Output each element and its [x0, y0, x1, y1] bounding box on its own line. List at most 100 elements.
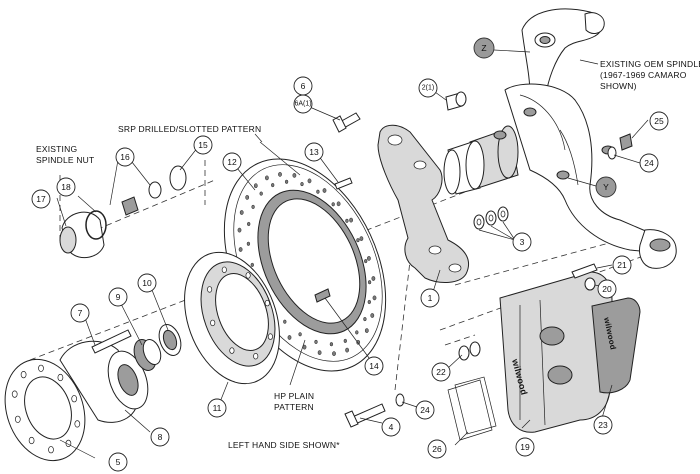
hole-mark	[247, 221, 251, 227]
callout-20-text: 20	[602, 284, 612, 294]
hole-mark	[284, 179, 289, 184]
callout-23: 23	[593, 415, 613, 435]
callout-14: 14	[364, 356, 384, 376]
callout-12: 12	[222, 152, 242, 172]
hole-mark	[278, 172, 282, 177]
callout-5-text: 5	[116, 457, 121, 467]
hole-mark	[14, 415, 21, 423]
hat-bolt-holes	[207, 266, 273, 360]
caliper-bolt-21	[571, 263, 598, 279]
callout-15: 15	[193, 135, 213, 155]
left-hand-side-text: LEFT HAND SIDE SHOWN*	[228, 440, 340, 450]
callout-12-text: 12	[227, 157, 237, 167]
rotor-bolt-13	[334, 177, 353, 190]
left-hand-side-label: LEFT HAND SIDE SHOWN*	[228, 440, 340, 450]
hole-mark	[74, 420, 81, 428]
washer-24-upper	[607, 146, 617, 160]
srp-pattern-label: SRP DRILLED/SLOTTED PATTERN	[118, 124, 263, 143]
dust-cap	[59, 211, 105, 259]
o-ring	[85, 210, 107, 240]
callout-3-text: 3	[520, 237, 525, 247]
hole-mark	[298, 332, 302, 337]
spindle-label-line2: (1967-1969 CAMARO	[600, 70, 687, 80]
rotor-hat	[184, 251, 280, 385]
callout-14-text: 14	[369, 361, 379, 371]
callout-21: 21	[612, 255, 632, 275]
marker-y-text: Y	[603, 182, 609, 192]
hub	[59, 340, 149, 423]
washer-24-lower	[395, 393, 405, 407]
callout-24-lower: 24	[415, 400, 435, 420]
callout-2-text: 2(1)	[422, 85, 434, 92]
callout-24-upper-text: 24	[644, 158, 654, 168]
bolt-6	[332, 112, 361, 133]
callout-18-text: 18	[61, 182, 71, 192]
hole-mark	[371, 276, 376, 281]
hole-mark	[307, 178, 312, 184]
callout-25: 25	[649, 111, 669, 131]
hole-mark	[264, 299, 270, 307]
bolt-4	[344, 403, 386, 428]
existing-oem-spindle-label: EXISTING OEM SPINDLE* (1967-1969 CAMARO …	[579, 59, 700, 91]
hole-mark	[343, 338, 347, 343]
callout-5: 5	[108, 452, 128, 472]
hole-mark	[246, 241, 251, 246]
hole-mark	[345, 347, 349, 353]
spindle-nut-line2: SPINDLE NUT	[36, 155, 94, 165]
hole-mark	[221, 266, 227, 274]
callout-1-text: 1	[428, 293, 433, 303]
hole-mark	[250, 262, 254, 267]
hole-mark	[253, 352, 259, 360]
hole-mark	[367, 280, 372, 285]
hole-mark	[322, 188, 327, 193]
hole-mark	[314, 339, 318, 344]
callout-1: 1	[420, 288, 440, 308]
callout-15-text: 15	[198, 140, 208, 150]
callout-19-text: 19	[520, 442, 530, 452]
hole-mark	[367, 256, 371, 261]
hp-plain-line2: PATTERN	[274, 402, 314, 412]
marker-z: Z	[473, 37, 531, 59]
hole-mark	[11, 390, 18, 398]
callout-17: 17	[31, 189, 51, 209]
hole-mark	[245, 272, 251, 279]
callout-24-lower-text: 24	[420, 405, 430, 415]
hole-mark	[292, 173, 297, 178]
bearing-9	[133, 338, 162, 371]
existing-oem-spindle	[443, 8, 677, 269]
pad-shims	[447, 376, 497, 441]
hole-mark	[238, 247, 243, 252]
hole-mark	[265, 175, 269, 181]
callout-16: 16	[115, 147, 135, 167]
callout-6: 6	[293, 76, 313, 96]
hub-flange	[4, 358, 86, 462]
shims	[473, 206, 509, 230]
hole-mark	[316, 189, 320, 194]
callout-2: 2(1)	[418, 78, 438, 98]
hole-mark	[300, 182, 304, 187]
callout-4-text: 4	[389, 422, 394, 432]
callout-7-text: 7	[78, 308, 83, 318]
spindle-nut-label: EXISTING SPINDLE NUT	[36, 144, 94, 165]
callout-6a-text: 6A(1)	[294, 101, 311, 108]
hole-mark	[245, 195, 250, 200]
hole-mark	[329, 342, 334, 347]
srp-pattern-text: SRP DRILLED/SLOTTED PATTERN	[118, 124, 261, 134]
brake-pads: wilwood	[591, 297, 641, 394]
callout-9: 9	[108, 287, 128, 307]
hole-mark	[363, 317, 367, 322]
callout-25-text: 25	[654, 116, 664, 126]
hole-mark	[345, 218, 349, 223]
hole-mark	[372, 295, 377, 301]
hole-mark	[331, 202, 335, 207]
hole-mark	[364, 259, 368, 264]
seal-10	[158, 324, 182, 356]
callout-11: 11	[207, 398, 227, 418]
hp-plain-line1: HP PLAIN	[274, 391, 314, 401]
hole-mark	[259, 191, 263, 196]
callout-17-text: 17	[36, 194, 46, 204]
callout-13-text: 13	[309, 147, 319, 157]
hole-mark	[229, 347, 235, 354]
spindle-nut-line1: EXISTING	[36, 144, 77, 154]
callout-4: 4	[381, 417, 401, 437]
